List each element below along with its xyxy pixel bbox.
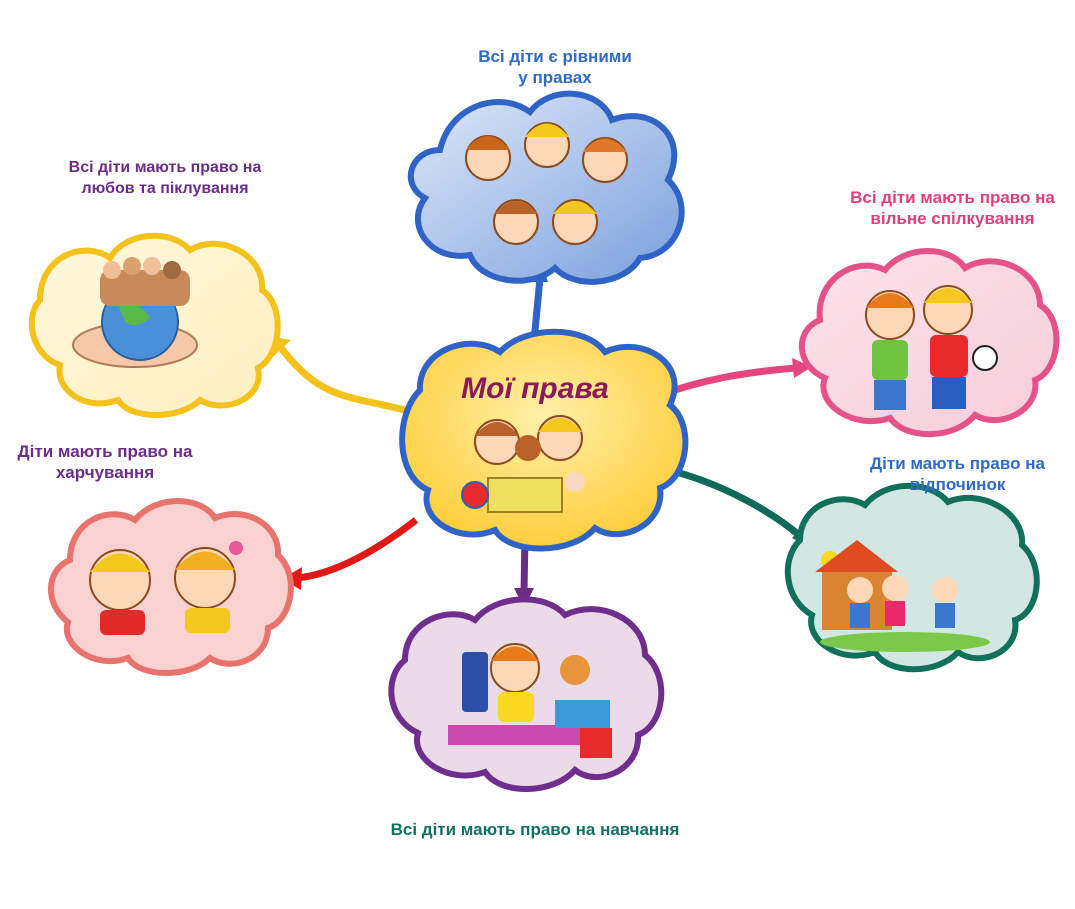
cloud-food <box>48 498 294 676</box>
label-communication: Всі діти мають право на вільне спілкуван… <box>830 187 1075 229</box>
center-title: Мої права <box>461 372 609 405</box>
label-equal-rights: Всі діти є рівними у правах <box>440 46 670 88</box>
label-communication-line-2: вільне спілкування <box>870 209 1035 228</box>
arrow-rest <box>667 466 812 548</box>
two-boys-with-ball-icon <box>865 285 998 410</box>
label-communication-line-1: Всі діти мають право на <box>850 188 1055 207</box>
label-rest-line-1: Діти мають право на <box>870 454 1045 473</box>
label-food-line-2: харчування <box>55 463 155 482</box>
label-education-line-1: Всі діти мають право на навчання <box>390 820 680 839</box>
center-cloud <box>399 328 689 552</box>
children-eating-icon <box>89 541 243 635</box>
children-reading-book-icon <box>461 415 585 513</box>
arrow-food <box>282 517 419 590</box>
label-love-care-line-1: Всі діти мають право на <box>68 159 262 176</box>
cloud-communication <box>798 248 1060 438</box>
label-food: Діти мають право на харчування <box>0 441 210 483</box>
cloud-equal-rights <box>407 90 685 285</box>
boy-with-books-and-cat-icon <box>448 643 612 758</box>
children-playing-outdoors-icon <box>815 540 990 652</box>
cloud-rest <box>784 482 1040 673</box>
label-rest: Діти мають право на відпочинок <box>845 453 1070 495</box>
cloud-love-care <box>28 232 281 418</box>
hands-holding-globe-with-children-icon <box>72 257 198 368</box>
arrow-love <box>268 336 406 414</box>
label-love-care-line-2: любов та піклування <box>81 180 249 197</box>
label-food-line-1: Діти мають право на <box>17 442 193 461</box>
label-equal-rights-line-1: Всі діти є рівними <box>478 47 632 66</box>
label-equal-rights-line-2: у правах <box>518 68 592 87</box>
group-of-children-faces-icon <box>465 122 628 245</box>
arrow-communication <box>656 358 812 400</box>
cloud-education <box>388 596 665 792</box>
label-rest-line-2: відпочинок <box>909 475 1006 494</box>
label-education: Всі діти мають право на навчання <box>350 819 720 840</box>
label-love-care: Всі діти мають право на любов та піклува… <box>40 157 290 199</box>
